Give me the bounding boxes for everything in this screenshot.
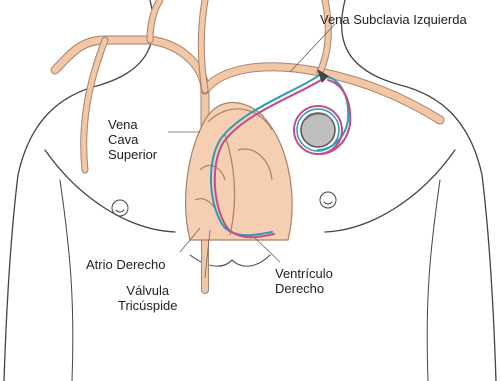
label-right-atrium: Atrio Derecho: [86, 257, 165, 272]
label-rv-line-2: Derecho: [275, 281, 333, 296]
nipple-left: [112, 200, 128, 216]
label-tricuspid-line-2: Tricúspide: [118, 298, 177, 313]
label-tricuspid-valve: Válvula Tricúspide: [118, 283, 177, 313]
label-svc-line-2: Cava: [108, 132, 157, 147]
label-right-ventricle: Ventrículo Derecho: [275, 266, 333, 296]
label-subclavian-vein: Vena Subclavia Izquierda: [320, 12, 467, 27]
label-superior-vena-cava: Vena Cava Superior: [108, 117, 157, 162]
label-tricuspid-line-1: Válvula: [118, 283, 177, 298]
nipple-right: [320, 192, 336, 208]
pacemaker-device: [294, 106, 342, 154]
label-svc-line-3: Superior: [108, 147, 157, 162]
label-svc-line-1: Vena: [108, 117, 157, 132]
label-rv-line-1: Ventrículo: [275, 266, 333, 281]
